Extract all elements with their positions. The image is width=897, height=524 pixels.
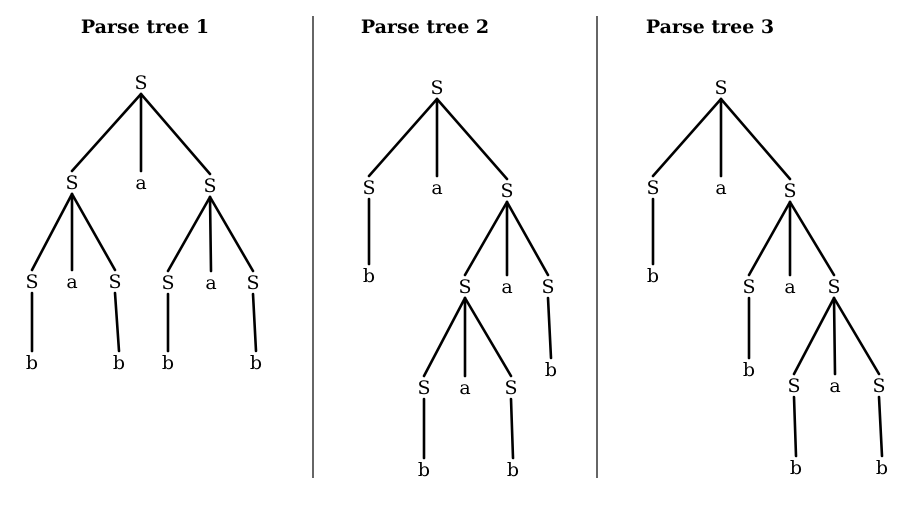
nonterminal-node: S xyxy=(872,375,885,397)
terminal-node: b xyxy=(647,265,659,287)
terminal-node: b xyxy=(363,265,375,287)
nonterminal-node: S xyxy=(417,377,430,399)
tree-edge xyxy=(747,200,792,277)
tree-edge xyxy=(30,192,74,272)
terminal-node: b xyxy=(162,352,174,374)
tree-edge xyxy=(832,296,881,376)
terminal-node: a xyxy=(459,377,470,399)
nonterminal-node: S xyxy=(203,175,216,197)
nonterminal-node: S xyxy=(646,177,659,199)
terminal-node: b xyxy=(876,457,888,479)
tree-edge xyxy=(422,296,467,378)
terminal-node: b xyxy=(113,352,125,374)
nonterminal-node: S xyxy=(541,276,554,298)
tree-edges xyxy=(651,97,884,458)
nonterminal-node: S xyxy=(362,177,375,199)
tree-edge xyxy=(139,92,212,176)
nonterminal-node: S xyxy=(430,77,443,99)
tree-edge xyxy=(788,200,836,277)
tree-edge xyxy=(509,397,515,460)
nonterminal-node: S xyxy=(134,72,147,94)
tree-edge xyxy=(70,192,117,272)
tree-edge xyxy=(546,296,553,360)
tree-edge xyxy=(651,97,723,178)
terminal-node: a xyxy=(715,177,726,199)
tree-edge xyxy=(367,97,439,178)
terminal-node: a xyxy=(135,172,146,194)
tree-edge xyxy=(70,92,143,173)
terminal-node: b xyxy=(26,352,38,374)
terminal-node: a xyxy=(66,271,77,293)
nonterminal-node: S xyxy=(458,276,471,298)
nonterminal-node: S xyxy=(714,77,727,99)
terminal-node: a xyxy=(205,272,216,294)
tree-edge xyxy=(208,195,255,273)
nonterminal-node: S xyxy=(65,172,78,194)
nonterminal-node: S xyxy=(742,276,755,298)
tree-edges xyxy=(30,92,258,353)
nonterminal-node: S xyxy=(504,377,517,399)
tree-title: Parse tree 3 xyxy=(646,16,774,38)
nonterminal-node: S xyxy=(783,180,796,202)
terminal-node: a xyxy=(784,276,795,298)
terminal-node: a xyxy=(431,177,442,199)
tree-edge xyxy=(463,296,513,378)
tree-edge xyxy=(505,200,550,277)
nonterminal-node: S xyxy=(787,375,800,397)
nonterminal-node: S xyxy=(246,272,259,294)
tree-edge xyxy=(113,291,121,353)
tree-edge xyxy=(435,97,509,181)
tree-title: Parse tree 1 xyxy=(81,16,209,38)
terminal-node: b xyxy=(418,459,430,481)
tree-edge xyxy=(208,195,213,273)
tree-edge xyxy=(877,395,884,458)
tree-title: Parse tree 2 xyxy=(361,16,489,38)
tree-edge xyxy=(719,97,792,181)
tree-edge xyxy=(792,296,836,376)
terminal-node: a xyxy=(829,375,840,397)
nonterminal-node: S xyxy=(25,271,38,293)
tree-edges xyxy=(367,97,553,460)
terminal-node: b xyxy=(743,359,755,381)
tree-edge xyxy=(792,395,798,458)
tree-edge xyxy=(832,296,837,376)
terminal-node: b xyxy=(250,352,262,374)
nonterminal-node: S xyxy=(500,180,513,202)
terminal-node: b xyxy=(545,359,557,381)
terminal-node: a xyxy=(501,276,512,298)
terminal-node: b xyxy=(790,457,802,479)
tree-edge xyxy=(251,292,258,353)
tree-edge xyxy=(463,200,509,277)
tree-edge xyxy=(166,195,212,273)
nonterminal-node: S xyxy=(827,276,840,298)
nonterminal-node: S xyxy=(108,271,121,293)
terminal-node: b xyxy=(507,459,519,481)
nonterminal-node: S xyxy=(161,272,174,294)
